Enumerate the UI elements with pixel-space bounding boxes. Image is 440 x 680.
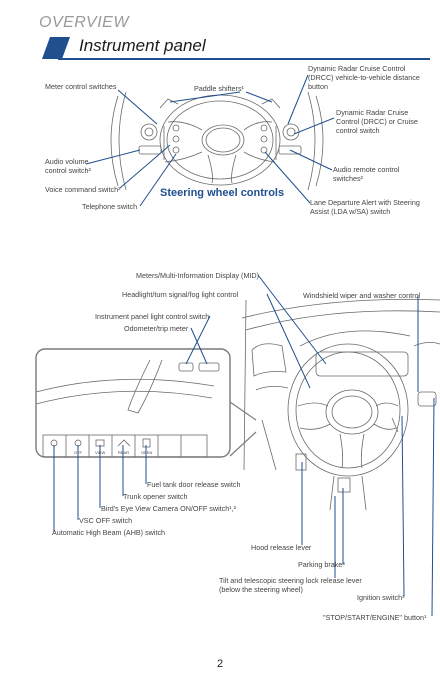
switch-text-view: VIEW xyxy=(95,450,106,455)
label-line: Dynamic Radar Cruise xyxy=(336,108,409,117)
label-line: button xyxy=(308,82,328,91)
label-line: Lane Departure Alert with Steering xyxy=(310,198,420,207)
label-panel-light: Instrument panel light control switch xyxy=(95,312,210,321)
label-line: (below the steering wheel) xyxy=(219,585,303,594)
label-telephone-switch: Telephone switch xyxy=(82,202,138,211)
label-parking-brake: Parking brake³ xyxy=(298,560,345,569)
label-mid: Meters/Multi-Information Display (MID) xyxy=(136,271,260,280)
label-birds-eye: Bird's Eye View Camera ON/OFF switch¹,² xyxy=(101,504,237,513)
page-number: 2 xyxy=(216,658,224,670)
steering-wheel-illustration xyxy=(110,91,324,191)
section-label: OVERVIEW xyxy=(39,14,129,31)
label-meter-control-switches: Meter control switches xyxy=(45,82,117,91)
switch-text-open: OPEN xyxy=(141,450,153,455)
label-line: Audio remote control xyxy=(333,165,400,174)
label-tilt-telescopic: Tilt and telescopic steering lock releas… xyxy=(219,576,362,594)
label-audio-remote: Audio remote control switches² xyxy=(333,165,399,183)
switch-text-off: OFF xyxy=(74,450,82,455)
label-line: Assist (LDA w/SA) switch xyxy=(310,207,391,216)
title-bar: Instrument panel xyxy=(30,36,430,62)
label-line: (DRCC) vehicle-to-vehicle distance xyxy=(308,73,420,82)
label-ignition: Ignition switch³ xyxy=(357,593,405,602)
label-line: Control (DRCC) or Cruise xyxy=(336,117,418,126)
label-line: Tilt and telescopic steering lock releas… xyxy=(219,576,362,585)
label-line: Audio volume xyxy=(45,157,89,166)
label-line: control switch xyxy=(336,126,380,135)
label-line: switches² xyxy=(333,174,363,183)
label-fuel-door: Fuel tank door release switch xyxy=(147,480,241,489)
label-drcc-distance: Dynamic Radar Cruise Control (DRCC) vehi… xyxy=(308,64,420,91)
label-odometer: Odometer/trip meter xyxy=(124,324,189,333)
page-title: Instrument panel xyxy=(79,36,206,55)
label-line: Dynamic Radar Cruise Control xyxy=(308,64,406,73)
label-audio-volume: Audio volume control switch² xyxy=(45,157,91,175)
label-hood-release: Hood release lever xyxy=(251,543,312,552)
switch-text-rear: REAR xyxy=(118,450,130,455)
label-lda: Lane Departure Alert with Steering Assis… xyxy=(310,198,420,216)
label-ahb: Automatic High Beam (AHB) switch xyxy=(52,528,166,537)
label-vsc-off: VSC OFF switch xyxy=(79,516,133,525)
label-drcc-cruise: Dynamic Radar Cruise Control (DRCC) or C… xyxy=(336,108,418,135)
label-voice-command: Voice command switch² xyxy=(45,185,121,194)
title-underline xyxy=(58,58,430,60)
label-trunk: Trunk opener switch xyxy=(123,492,188,501)
label-headlight: Headlight/turn signal/fog light control xyxy=(122,290,239,299)
label-wiper: Windshield wiper and washer control xyxy=(303,291,421,300)
steering-controls-heading: Steering wheel controls xyxy=(160,187,285,199)
label-start-stop: "STOP/START/ENGINE" button¹ xyxy=(323,613,427,622)
label-paddle-shifters: Paddle shifters¹ xyxy=(194,84,244,93)
label-line: control switch² xyxy=(45,166,91,175)
dashboard-illustration xyxy=(35,298,440,511)
